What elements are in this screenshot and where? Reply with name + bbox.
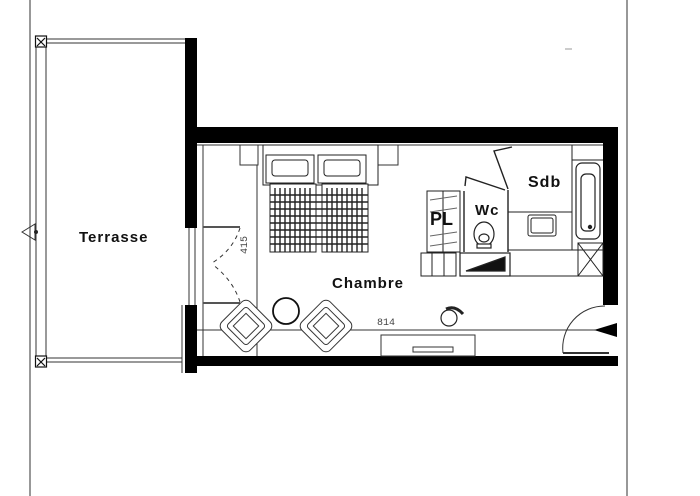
page-border-lines <box>29 0 628 496</box>
entrance-arrow-icon <box>594 323 617 337</box>
shaft-box <box>577 242 604 277</box>
closet-pl <box>420 190 461 277</box>
room-label-pl: PL <box>430 209 454 229</box>
dimension-width: 415 <box>240 235 251 254</box>
terrace-post-icon <box>34 35 48 368</box>
room-label-sdb: Sdb <box>528 174 562 191</box>
window-left <box>203 226 240 304</box>
desk <box>380 334 476 357</box>
night-tables <box>239 144 399 166</box>
terrace-railing <box>35 38 185 363</box>
bed-blanket-pattern <box>270 188 368 252</box>
round-table <box>272 297 300 325</box>
desk-chair <box>440 306 465 327</box>
bathtub-icon <box>575 162 601 240</box>
entrance-door <box>562 305 609 354</box>
room-label-chambre: Chambre <box>332 275 405 292</box>
toilet-icon <box>473 221 495 249</box>
bathroom-fixtures <box>508 145 603 251</box>
room-label-wc: Wc <box>475 202 500 219</box>
dimension-length: 814 <box>377 318 396 329</box>
wc-shelf <box>459 252 511 277</box>
window-swing-dashed <box>211 227 241 303</box>
walls <box>185 38 618 373</box>
wc-partition <box>463 146 513 252</box>
view-direction-icon <box>21 223 38 241</box>
room-label-terrasse: Terrasse <box>79 229 149 246</box>
armchairs <box>219 299 353 353</box>
